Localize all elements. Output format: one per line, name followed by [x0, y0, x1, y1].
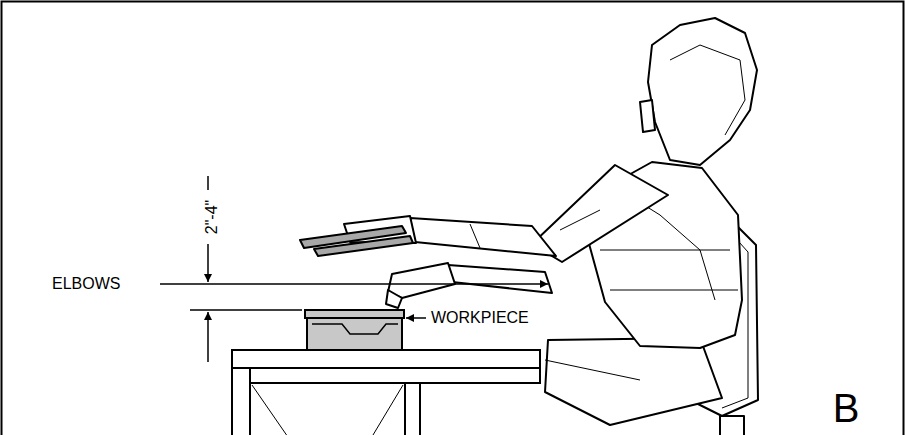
part-label: WORKPIECE — [431, 309, 529, 326]
dimension-lines — [160, 176, 548, 362]
part-label-holder: ELBOWS — [52, 276, 120, 292]
dimension-text: 2"-4" — [203, 199, 220, 233]
part-label: ELBOWS — [52, 275, 120, 292]
part-label-holder: WORKPIECE — [431, 310, 529, 326]
dimension-text-holder: 2"-4" — [204, 199, 220, 233]
figure-letter-holder: B — [833, 388, 860, 428]
workpiece — [305, 310, 404, 350]
figure-letter: B — [833, 386, 860, 430]
table — [232, 350, 540, 435]
